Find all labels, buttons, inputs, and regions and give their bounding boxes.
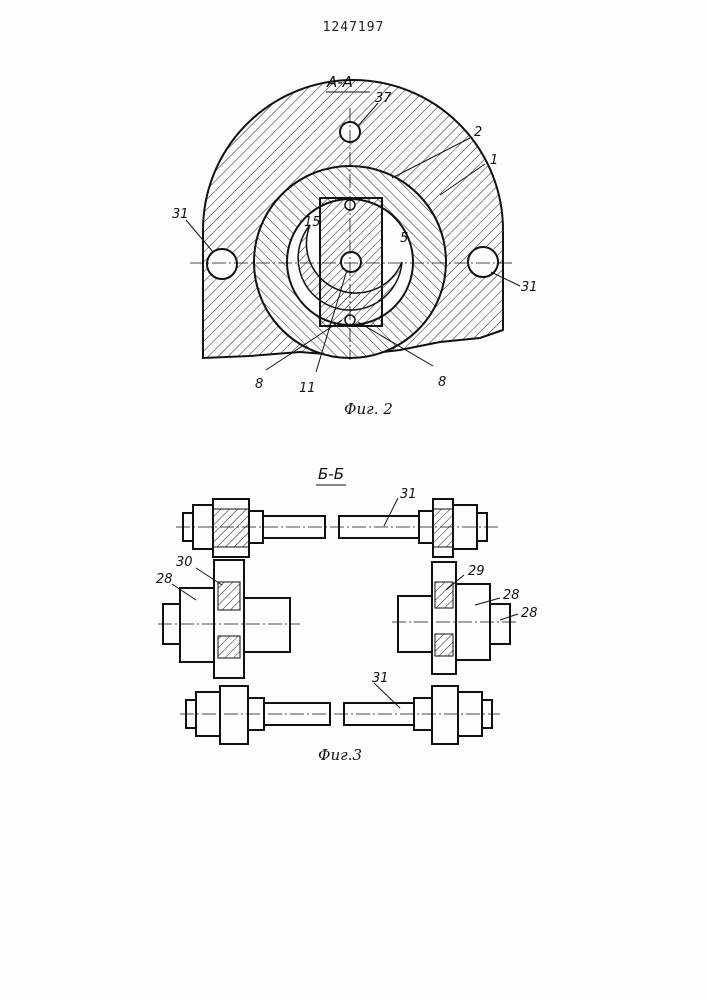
lever-29-section-bottom bbox=[435, 634, 453, 656]
callout-31-bottom: 31 bbox=[372, 671, 389, 686]
callout-2: 2 bbox=[474, 125, 482, 140]
right-shaft bbox=[398, 596, 432, 652]
left-lever-assembly bbox=[158, 560, 300, 678]
callout-5: 5 bbox=[400, 231, 408, 246]
callout-28-right-b: 28 bbox=[521, 606, 538, 621]
callout-8-left: 8 bbox=[255, 377, 263, 392]
left-shaft bbox=[244, 598, 290, 652]
callout-37: 37 bbox=[375, 91, 392, 106]
top-left-plate-section bbox=[213, 509, 249, 547]
callout-31-left: 31 bbox=[172, 207, 189, 222]
callout-15: 15 bbox=[304, 215, 321, 230]
callout-28-right-a: 28 bbox=[503, 588, 520, 603]
figure-3: Б-Б bbox=[156, 465, 538, 764]
right-bolt-head bbox=[490, 604, 510, 644]
callout-31-top: 31 bbox=[400, 487, 417, 502]
leader-31-bottom bbox=[374, 683, 400, 708]
leader-31-top bbox=[384, 498, 398, 526]
callout-30: 30 bbox=[176, 555, 193, 570]
lever-29 bbox=[432, 562, 456, 674]
bottom-tie-rod bbox=[180, 686, 500, 744]
leader-30 bbox=[196, 568, 222, 585]
hole-31-left bbox=[207, 249, 237, 279]
lever-30-section-bottom bbox=[218, 636, 240, 658]
bottom-right-plate bbox=[432, 686, 458, 744]
top-tie-rod bbox=[176, 499, 498, 557]
bottom-left-plate bbox=[220, 686, 248, 744]
fig3-caption: Фиг.3 bbox=[318, 746, 362, 764]
right-lever-assembly bbox=[392, 562, 516, 674]
fig2-caption: Фиг. 2 bbox=[344, 400, 393, 418]
callout-8-right: 8 bbox=[438, 375, 446, 390]
top-right-plate-section bbox=[433, 509, 453, 547]
hole-31-right bbox=[468, 247, 498, 277]
callout-11: 11 bbox=[299, 381, 316, 396]
lever-30-section-top bbox=[218, 582, 240, 610]
callout-28-left: 28 bbox=[156, 572, 173, 587]
callout-1: 1 bbox=[490, 153, 498, 168]
lever-30 bbox=[214, 560, 244, 678]
leader-28-left bbox=[172, 584, 196, 600]
left-hub-28 bbox=[180, 588, 214, 662]
figure-2: А-А bbox=[172, 73, 538, 418]
hole-11 bbox=[341, 252, 361, 272]
callout-29: 29 bbox=[468, 564, 485, 579]
fig3-section-label: Б-Б bbox=[318, 465, 344, 483]
callout-31-right: 31 bbox=[521, 280, 538, 295]
